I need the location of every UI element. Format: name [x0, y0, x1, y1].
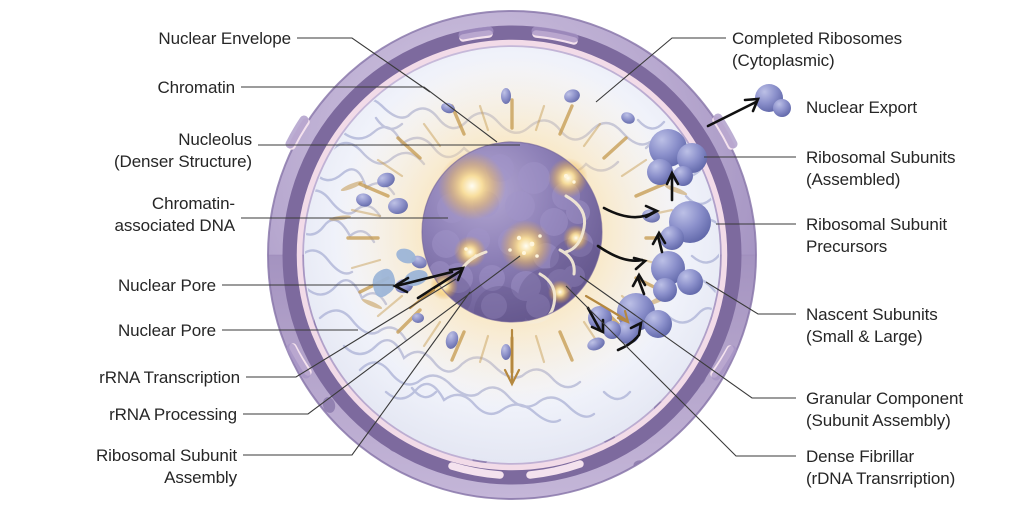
label-nucleolus: Nucleolus	[178, 130, 252, 149]
label-completed-ribosomes: Completed Ribosomes	[732, 29, 902, 48]
labels-left: Nuclear Envelope Chromatin Nucleolus (De…	[96, 29, 291, 487]
label-nascent-subunits-sub: (Small & Large)	[806, 327, 923, 346]
nuclear-envelope-band	[282, 25, 742, 485]
ribosome-nascent-lower	[651, 251, 703, 302]
ribosome-precursor-mid	[660, 201, 711, 250]
label-ribosomal-subunits-sub: (Assembled)	[806, 170, 900, 189]
label-granular-component-sub: (Subunit Assembly)	[806, 411, 951, 430]
nucleolus	[421, 141, 603, 324]
label-granular-component: Granular Component	[806, 389, 963, 408]
label-chromatin-dna-sub: associated DNA	[115, 216, 236, 235]
label-nuclear-export: Nuclear Export	[806, 98, 917, 117]
nuclear-envelope-highlight	[296, 39, 728, 471]
ribosome-small-cluster	[588, 306, 621, 339]
label-rrna-transcription: rRNA Transcription	[99, 368, 240, 387]
nuclear-pore-group	[285, 26, 738, 479]
label-nuclear-pore-2: Nuclear Pore	[118, 321, 216, 340]
ribosomal-subunits-group	[588, 84, 791, 344]
label-chromatin-dna: Chromatin-	[152, 194, 235, 213]
label-subunit-precursors-sub: Precursors	[806, 237, 887, 256]
label-dense-fibrillar: Dense Fibrillar	[806, 447, 915, 466]
leader-lines	[222, 37, 796, 457]
label-chromatin: Chromatin	[157, 78, 235, 97]
ribosome-assembled-top	[647, 129, 707, 186]
fibrillar-sparkles	[430, 152, 589, 304]
label-subunit-assembly-sub: Assembly	[164, 468, 237, 487]
ribosome-exported	[755, 84, 791, 117]
transport-arrows	[392, 97, 761, 352]
label-nascent-subunits: Nascent Subunits	[806, 305, 938, 324]
label-subunit-precursors: Ribosomal Subunit	[806, 215, 947, 234]
label-dense-fibrillar-sub: (rDNA Transrription)	[806, 469, 955, 488]
label-nuclear-pore-1: Nuclear Pore	[118, 276, 216, 295]
label-nucleolus-sub: (Denser Structure)	[114, 152, 252, 171]
label-nuclear-envelope: Nuclear Envelope	[158, 29, 291, 48]
label-ribosomal-subunits: Ribosomal Subunits	[806, 148, 955, 167]
label-completed-ribosomes-sub: (Cytoplasmic)	[732, 51, 835, 70]
labels-right: Completed Ribosomes (Cytoplasmic) Nuclea…	[732, 29, 963, 488]
label-subunit-assembly: Ribosomal Subunit	[96, 446, 237, 465]
nuclear-envelope-rim	[267, 10, 757, 500]
label-rrna-processing: rRNA Processing	[109, 405, 237, 424]
